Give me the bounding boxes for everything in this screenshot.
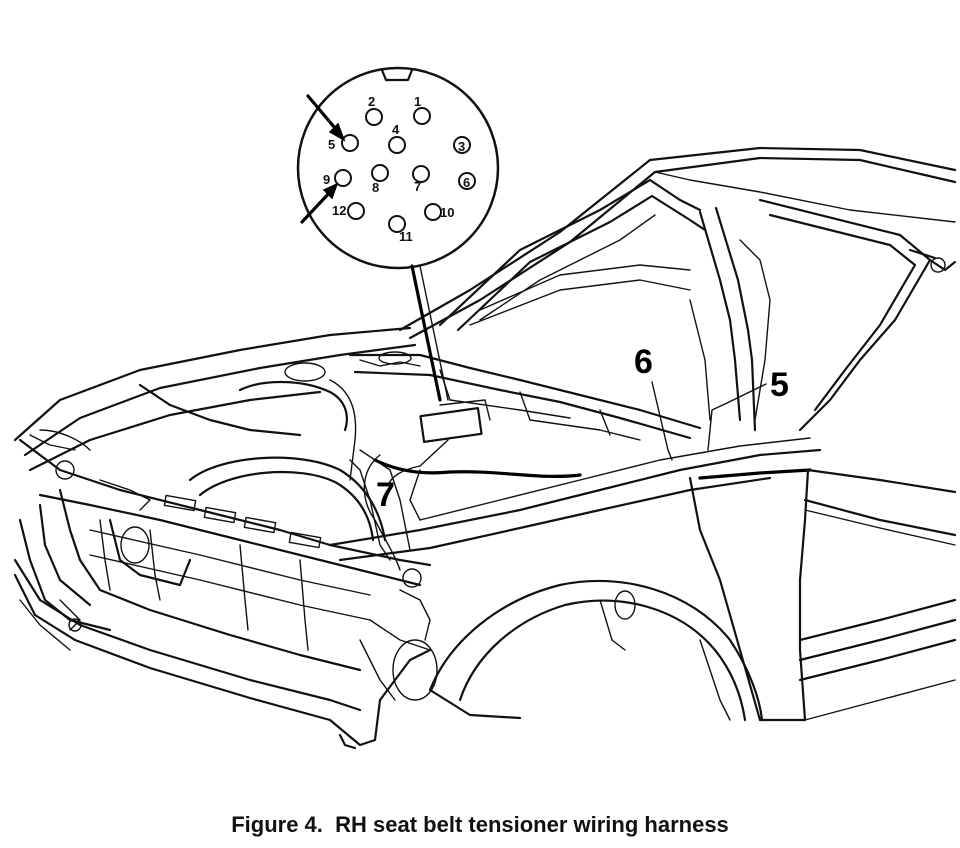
connector-pin-9 [334,169,352,187]
callout-6: 6 [634,343,673,461]
pin-label-9: 9 [323,172,330,187]
connector-pin-6 [458,172,476,190]
pin-label-12: 12 [332,203,346,218]
callout-label-5: 5 [770,366,789,404]
figure-caption: Figure 4. RH seat belt tensioner wiring … [0,812,960,838]
pin-label-6: 6 [463,175,470,190]
car-body-diagram: 1 2 3 4 5 6 7 8 9 10 11 12 7 6 5 [13,66,957,750]
pin-label-11: 11 [399,229,413,244]
pin-label-5: 5 [328,137,335,152]
connector-pin-5 [341,134,359,152]
pin-label-10: 10 [440,205,454,220]
pin-label-7: 7 [414,179,421,194]
arrow-to-pin-9 [300,182,339,224]
connector-pin-8 [371,164,389,182]
pin-label-1: 1 [414,94,421,109]
pin-label-2: 2 [368,94,375,109]
connector-detail: 1 2 3 4 5 6 7 8 9 10 11 12 [296,66,500,402]
connector-pin-11 [388,215,406,233]
callout-5: 5 [707,366,789,451]
connector-pin-4 [388,136,406,154]
callout-7: 7 [376,439,449,514]
figure-title: RH seat belt tensioner wiring harness [335,812,729,837]
callout-label-6: 6 [634,343,653,381]
pin-label-4: 4 [392,122,400,137]
pin-label-3: 3 [458,139,465,154]
connector-pin-12 [347,202,365,220]
connector-pin-2 [365,108,383,126]
connector-pin-3 [453,136,471,154]
pin-label-8: 8 [372,180,379,195]
connector-pin-1 [413,107,431,125]
callout-label-7: 7 [376,476,395,514]
figure-number: Figure 4. [231,812,323,837]
connector-pin-10 [424,203,442,221]
arrow-to-pin-5 [306,94,346,142]
connector-pin-7 [412,165,430,183]
car-body-shell [13,146,957,750]
